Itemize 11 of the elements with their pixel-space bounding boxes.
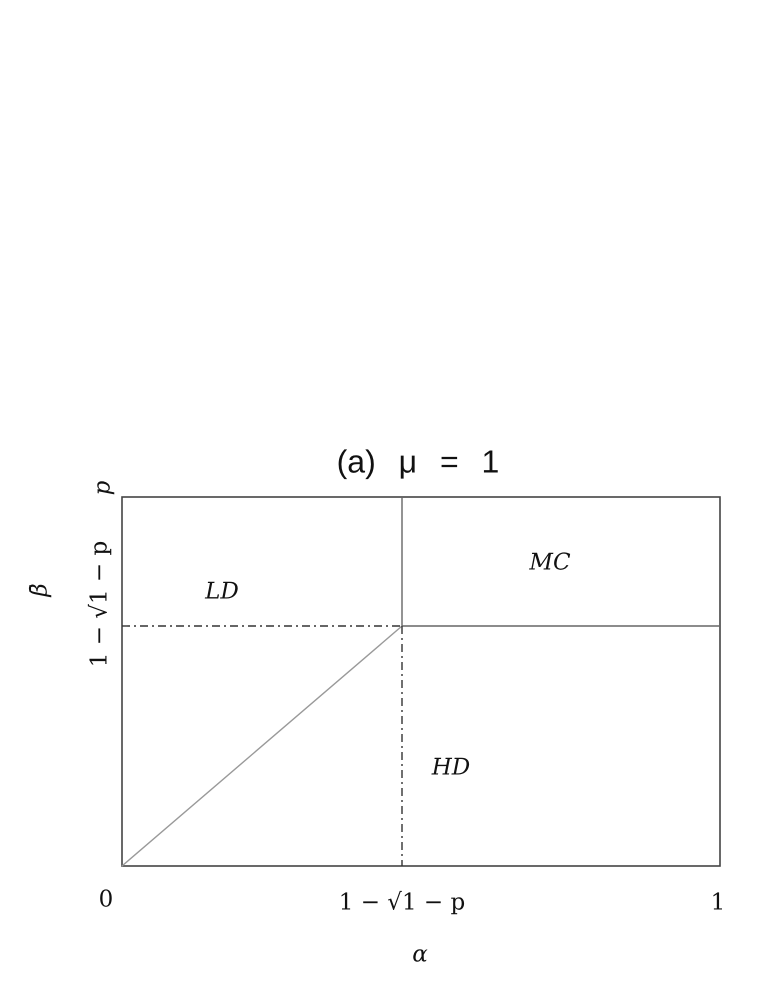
axis-tick-label: 1 − √1 − p xyxy=(87,540,113,668)
axis-tick-label: p xyxy=(90,480,116,496)
region-label: MC xyxy=(529,550,571,576)
axis-tick-label: 1 − √1 − p xyxy=(338,890,466,916)
plot-title: (a) μ = 1 xyxy=(336,444,500,480)
axis-label: β̄ xyxy=(27,583,53,597)
axis-tick-label: 1 xyxy=(710,890,726,916)
region-label: HD xyxy=(432,755,470,781)
axis-tick-label: 0 xyxy=(98,887,114,913)
axis-label: α xyxy=(412,942,428,968)
region-label: LD xyxy=(205,579,239,605)
